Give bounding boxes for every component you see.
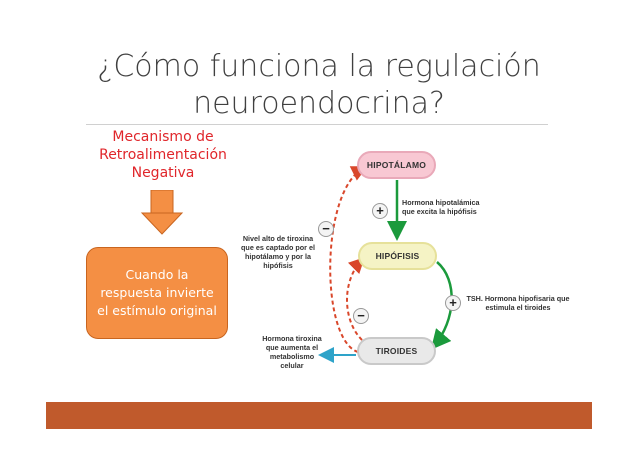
feedback-arrow-hipotalamo: [329, 166, 368, 353]
label-nivel-alto: Nivel alto de tiroxina que es captado po…: [241, 234, 315, 270]
minus-sign-2: −: [353, 308, 369, 324]
definition-box: Cuando la respuesta invierte el estímulo…: [86, 247, 228, 339]
feedback-arrow-hipofisis: [346, 257, 365, 341]
tiroides-node: TIROIDES: [357, 337, 436, 365]
hipotalamo-node: HIPOTÁLAMO: [357, 151, 436, 179]
slide-title: ¿Cómo funciona la regulación neuroendocr…: [97, 49, 541, 121]
plus-sign-2: +: [445, 295, 461, 311]
plus-sign-1: +: [372, 203, 388, 219]
title-divider: [86, 124, 548, 125]
label-tiroxina: Hormona tiroxina que aumenta el metaboli…: [262, 334, 322, 370]
hipofisis-node: HIPÓFISIS: [358, 242, 437, 270]
label-hormona-hipotalamica: Hormona hipotalámica que excita la hipóf…: [402, 198, 480, 216]
minus-sign-1: −: [318, 221, 334, 237]
down-arrow-icon: [140, 190, 184, 235]
label-tsh: TSH. Hormona hipofisaria que estimula el…: [466, 294, 570, 312]
footer-bar: [46, 402, 592, 429]
mechanism-label: Mecanismo de Retroalimentación Negativa: [99, 129, 227, 181]
